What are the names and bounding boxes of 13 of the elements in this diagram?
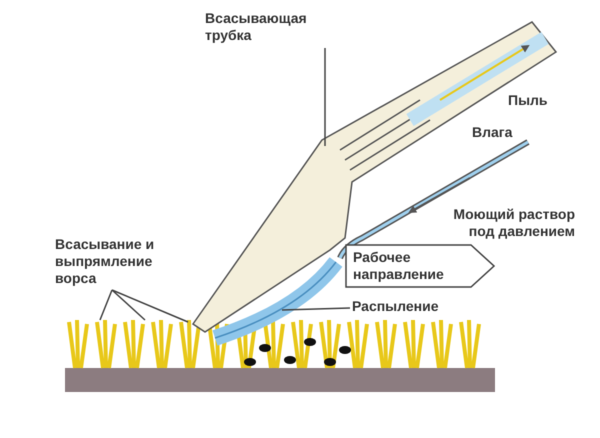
leader-line	[324, 48, 326, 146]
callout-text: Всасывающая трубка	[205, 10, 335, 44]
callout-text: Распыление	[352, 298, 472, 315]
direction-label: Рабочее направление	[353, 249, 445, 283]
leader-line	[112, 289, 146, 321]
flow-label: Влага	[472, 124, 514, 141]
flow-label: Моющий раствор под давлением	[452, 206, 575, 240]
callout-text: Всасывание и выпрямление ворса	[55, 236, 195, 287]
leader-line	[99, 290, 113, 320]
leader-line	[112, 289, 188, 323]
leader-line	[282, 307, 350, 311]
flow-label: Пыль	[508, 92, 549, 109]
direction-arrow-box	[345, 244, 495, 288]
